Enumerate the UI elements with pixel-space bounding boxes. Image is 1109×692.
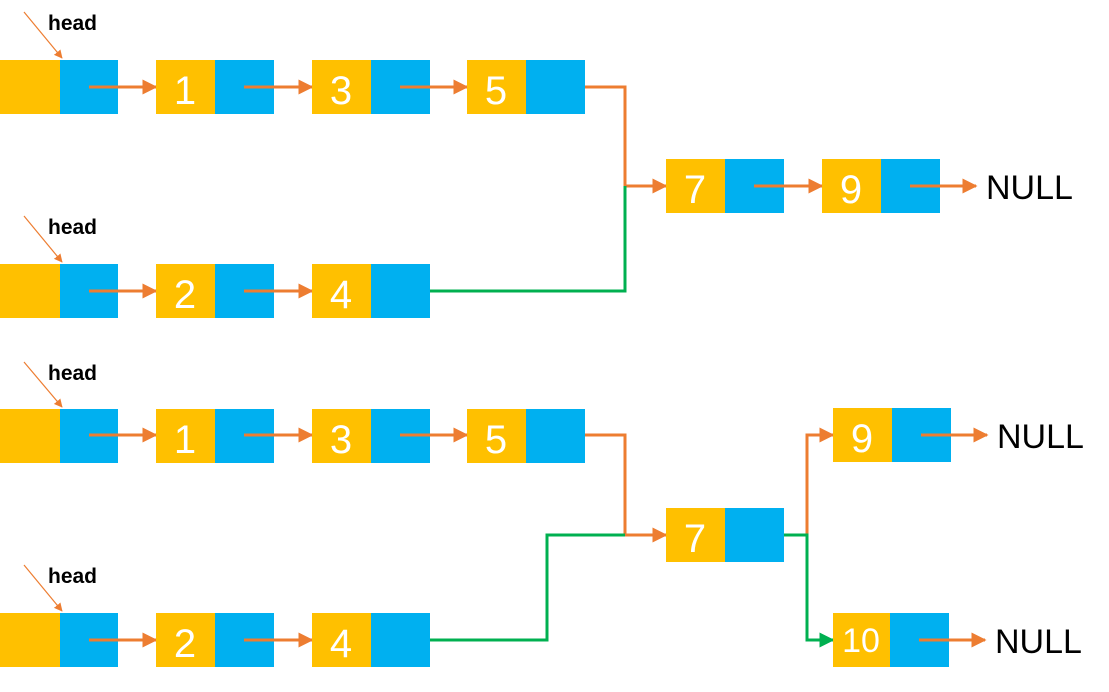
top-list-b: head 2 4 [0,186,627,318]
branch-link-green [784,533,835,648]
node-value: 2 [174,622,196,666]
node-value: 7 [684,517,706,561]
list-node: 9 [833,408,951,462]
node-value: 1 [174,69,196,113]
merge-link-green [430,186,627,293]
node-value: 4 [330,622,352,666]
merge-link-green [430,533,625,642]
node-value: 4 [330,273,352,317]
node-value: 9 [840,168,862,212]
list-node: 5 [467,409,585,463]
node-value: 2 [174,273,196,317]
bottom-list-b: head 2 4 [0,533,625,667]
bottom-branch-upper: 9 NULL [833,408,1084,462]
node-value: 10 [842,622,880,660]
node-value: 5 [485,69,507,113]
bottom-branch-lower: 10 NULL [833,613,1082,667]
head-label: head [48,216,97,239]
bottom-merge-node: 7 [666,427,835,648]
bottom-diagram: head 1 3 5 [0,361,1084,667]
node-value: 3 [330,69,352,113]
list-node: 4 [312,613,430,667]
head-label: head [48,362,97,385]
node-value: 5 [485,418,507,462]
head-label: head [48,12,97,35]
merge-link-orange [585,433,668,543]
null-label: NULL [997,418,1084,456]
node-value: 1 [174,418,196,462]
merge-link-orange [585,85,668,194]
node-value: 3 [330,418,352,462]
list-node: 4 [312,264,430,318]
null-label: NULL [995,623,1082,661]
top-diagram: head 1 3 5 [0,11,1073,318]
list-node: 5 [467,60,585,114]
branch-link-orange [784,427,835,537]
head-pointer-arrow [23,11,63,59]
list-node-head [0,409,118,463]
bottom-list-a: head 1 3 5 [0,361,668,543]
top-list-a: head 1 3 5 [0,11,668,194]
head-pointer-arrow [23,564,63,612]
list-node: 7 [666,508,784,562]
node-value: 7 [684,168,706,212]
head-label: head [48,565,97,588]
node-value: 9 [851,417,873,461]
null-label: NULL [986,169,1073,207]
head-pointer-arrow [23,215,63,263]
top-shared-tail: 7 9 NULL [666,159,1073,213]
head-pointer-arrow [23,361,63,408]
